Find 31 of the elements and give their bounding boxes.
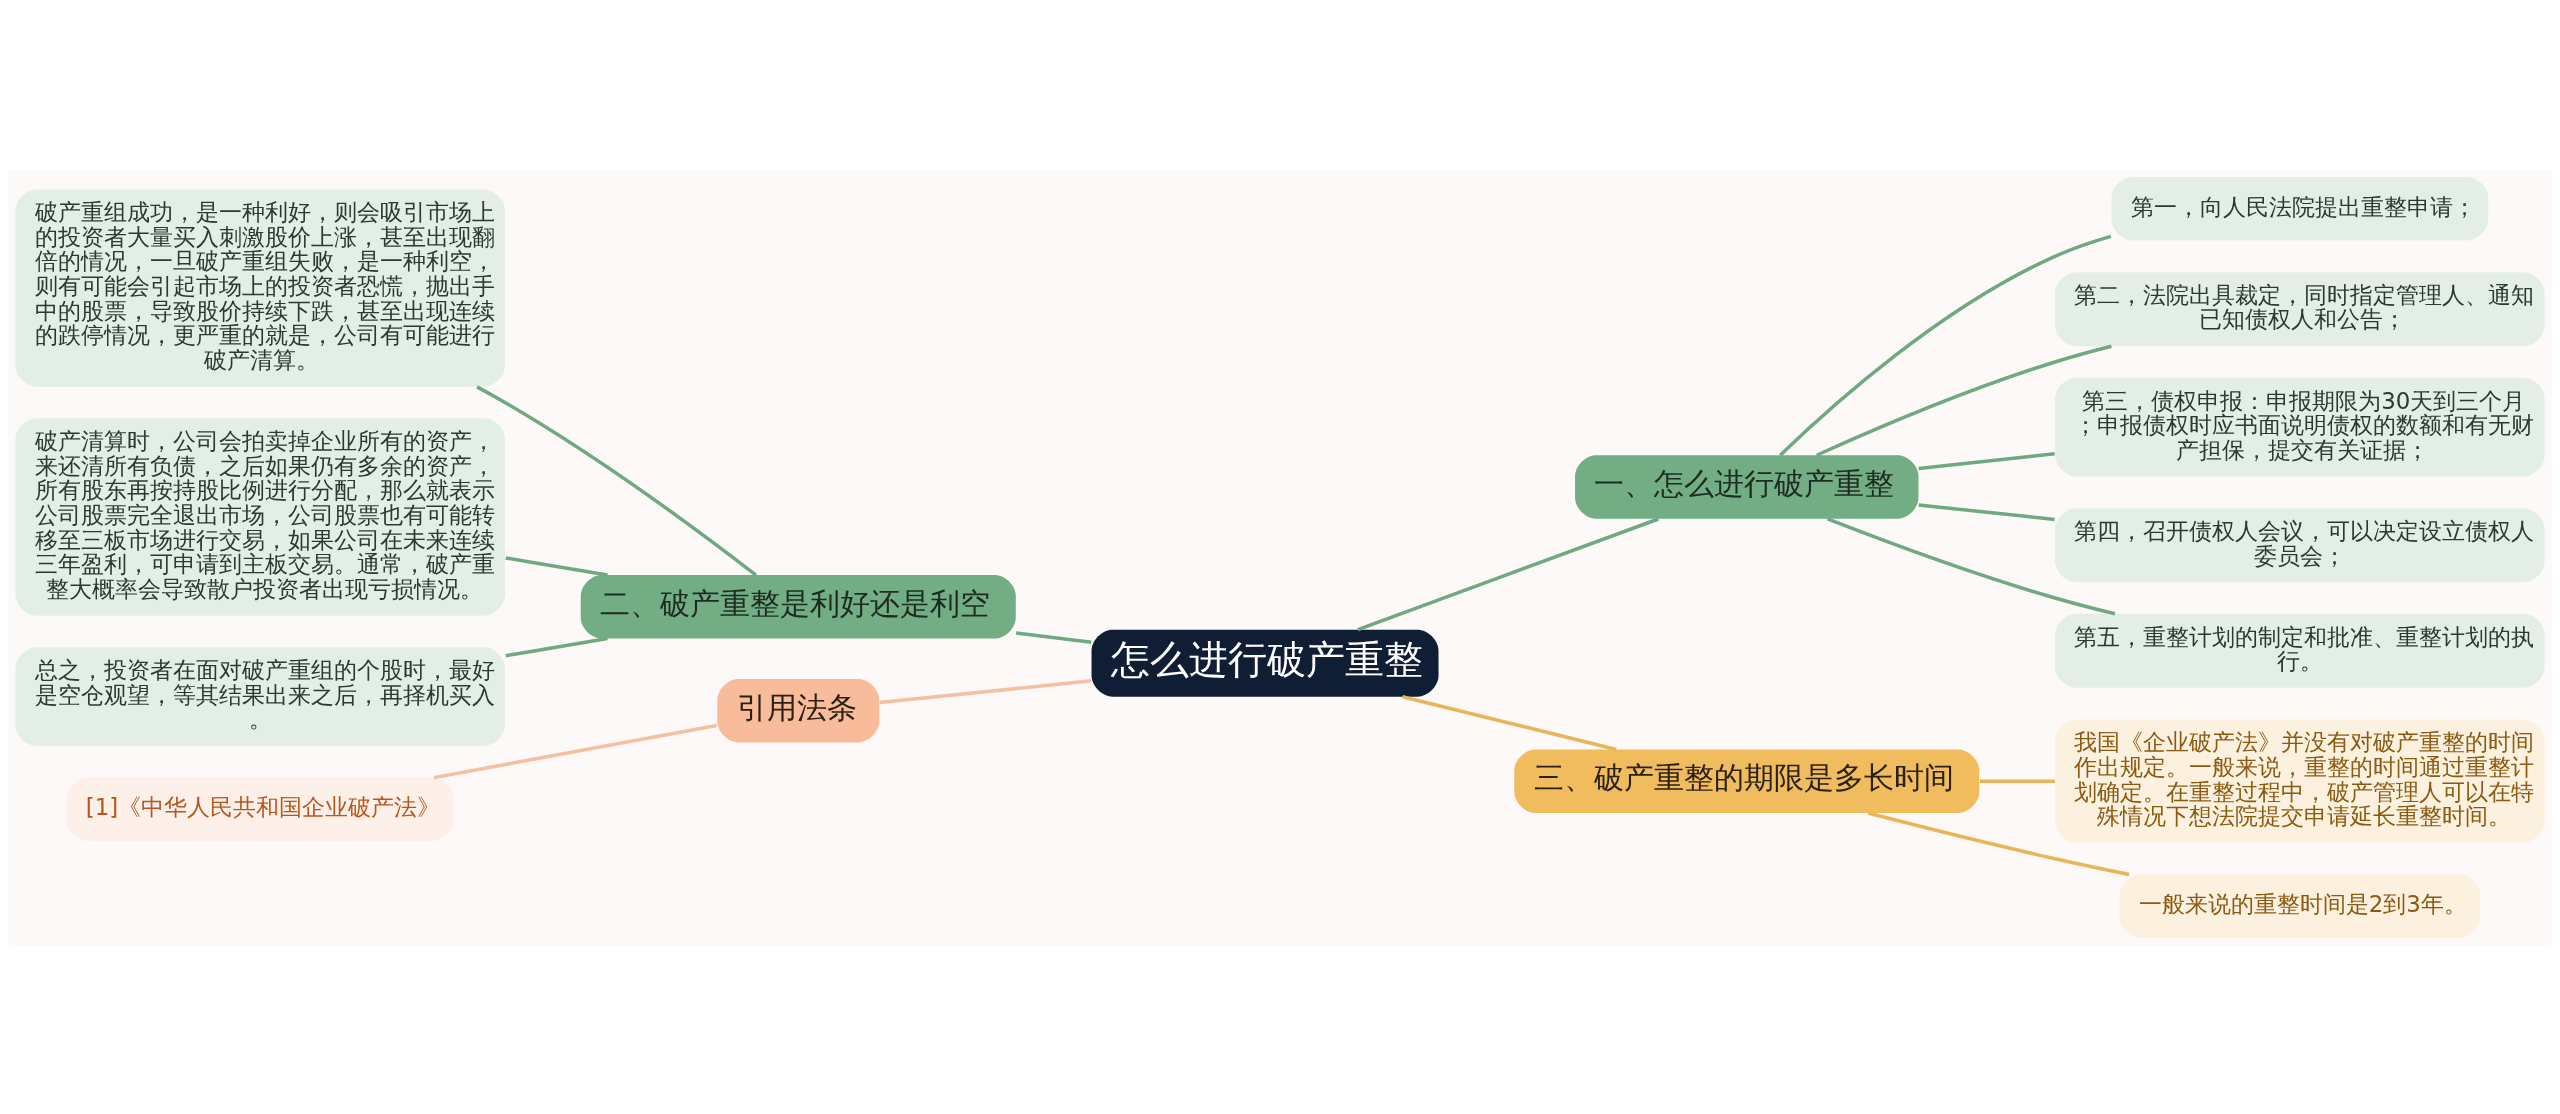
connector bbox=[1815, 344, 2112, 457]
connector bbox=[879, 678, 1092, 704]
node-box: 第三，债权申报：申报期限为30天到三个月；申报债权时应书面说明债权的数额和有无财产担保，提交有关证据； bbox=[2055, 377, 2545, 476]
node-box: 二、破产重整是利好还是利空 bbox=[580, 574, 1016, 638]
node-box: 第二，法院出具裁定，同时指定管理人、通知已知债权人和公告； bbox=[2055, 271, 2545, 346]
node-box: 第五，重整计划的制定和批准、重整计划的执行。 bbox=[2055, 613, 2545, 688]
connector bbox=[433, 723, 717, 779]
node-box: [1]《中华人民共和国企业破产法》 bbox=[66, 777, 454, 841]
node-box: 三、破产重整的期限是多长时间 bbox=[1514, 749, 1980, 813]
connector bbox=[1357, 516, 1659, 631]
node-box: 破产重组成功，是一种利好，则会吸引市场上的投资者大量买入刺激股价上涨，甚至出现翻倍的情况，一旦破产重组失败，是一种利空，则有可能会引起市场上的投资者恐慌，抛出手中的股票，导致股价持续下跌，甚至出现连续的跌停情况，更严重的就是，公司有可能进行破产清算。 bbox=[15, 188, 505, 387]
connector bbox=[1980, 778, 2055, 783]
connector bbox=[1918, 502, 2055, 521]
node-box: 第一，向人民法院提出重整申请； bbox=[2111, 176, 2489, 240]
node-box: 第四，召开债权人会议，可以决定设立债权人委员会； bbox=[2055, 507, 2545, 582]
node-box: 怎么进行破产重整 bbox=[1091, 629, 1439, 697]
connector bbox=[476, 384, 758, 576]
connector bbox=[1826, 516, 2116, 615]
node-box: 破产清算时，公司会拍卖掉企业所有的资产，来还清所有负债，之后如果仍有多余的资产，所有股东再按持股比例进行分配，那么就表示公司股票完全退出市场，公司股票也有可能转移至三板市场进行交易，如果公司在未来连续三年盈利，可申请到主板交易。通常，破产重整大概率会导致散户投资者出现亏损情况。 bbox=[15, 417, 505, 616]
connector bbox=[505, 636, 608, 657]
node-box: 引用法条 bbox=[717, 678, 880, 742]
node-box: 总之，投资者在面对破产重组的个股时，最好是空仓观望，等其结果出来之后，再择机买入。 bbox=[15, 646, 505, 746]
connector bbox=[505, 555, 608, 577]
connector bbox=[1402, 694, 1617, 751]
connector bbox=[1015, 630, 1092, 644]
connector bbox=[1918, 451, 2055, 470]
node-box: 一般来说的重整时间是2到3年。 bbox=[2119, 874, 2481, 938]
connector bbox=[1867, 810, 2130, 876]
node-box: 我国《企业破产法》并没有对破产重整的时间作出规定。一般来说，重整的时间通过重整计划确定。在重整过程中，破产管理人可以在特殊情况下想法院提交申请延长重整时间。 bbox=[2055, 719, 2545, 843]
node-box: 一、怎么进行破产重整 bbox=[1575, 454, 1919, 519]
connector bbox=[1778, 234, 2112, 456]
